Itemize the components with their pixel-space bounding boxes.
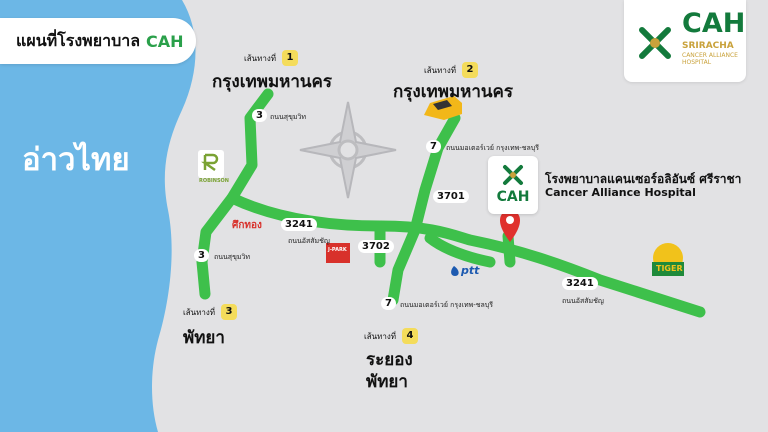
logo-line2-text: CANCER ALLIANCE — [682, 52, 738, 59]
road-number-3-bottom: 3 — [194, 249, 209, 262]
route-3-destination: พัทยา — [183, 328, 225, 348]
tiger-logo — [652, 243, 684, 276]
route-2-caption-text: เส้นทางที่ — [424, 65, 457, 75]
road-name-sukhumvit-bottom: ถนนสุขุมวิท — [214, 253, 251, 261]
road-name-motorway-bottom: ถนนมอเตอร์เวย์ กรุงเทพ-ชลบุรี — [400, 301, 493, 309]
logo-line1: SRIRACHA — [682, 41, 734, 51]
road-hospital-spur — [502, 230, 516, 268]
route-4-caption: เส้นทางที่ 4 — [364, 328, 419, 344]
sea-label: อ่าวไทย — [22, 142, 130, 178]
hospital-name-th: โรงพยาบาลแคนเซอร์อลิอันซ์ ศรีราชา — [545, 172, 742, 186]
cah-emblem-icon — [639, 27, 671, 59]
road-ramp — [424, 232, 496, 268]
road-name-motorway-top: ถนนมอเตอร์เวย์ กรุงเทพ-ชลบุรี — [446, 144, 539, 152]
road-number-3241-left: 3241 — [281, 218, 317, 231]
route-4-badge: 4 — [402, 328, 419, 344]
road-name-sukhumvit-top: ถนนสุขุมวิท — [270, 113, 307, 121]
route-2-destination: กรุงเทพมหานคร — [393, 82, 514, 102]
jpark-label: J-PARK — [328, 247, 347, 253]
road-name-assumption-left: ถนนอัสสัมชัญ — [288, 237, 330, 245]
map-title-brand: CAH — [146, 31, 184, 51]
route-4-destination: ระยอง — [366, 350, 413, 370]
logo-line3-text: HOSPITAL — [682, 59, 712, 66]
map-title-text: แผนที่โรงพยาบาล — [16, 30, 141, 50]
hospital-card: CAH — [488, 156, 538, 214]
cah-emblem-small-icon — [503, 165, 523, 185]
logo-line2: CANCER ALLIANCE HOSPITAL — [682, 52, 738, 66]
jpark-logo — [326, 243, 350, 263]
logo-abbr: CAH — [682, 8, 746, 39]
compass-icon — [299, 101, 397, 199]
route-1-caption-text: เส้นทางที่ — [244, 53, 277, 63]
route-4-caption-text: เส้นทางที่ — [364, 331, 397, 341]
hospital-card-label: CAH — [496, 189, 530, 205]
tiger-label: TIGER — [656, 264, 683, 273]
route-1-caption: เส้นทางที่ 1 — [244, 50, 299, 66]
route-3-badge: 3 — [221, 304, 238, 320]
map-title: แผนที่โรงพยาบาล CAH — [0, 18, 196, 64]
road-number-7-top: 7 — [426, 140, 441, 153]
route-3-caption: เส้นทางที่ 3 — [183, 304, 238, 320]
car-icon — [424, 96, 462, 120]
road-number-3-top: 3 — [252, 109, 267, 122]
road-motorway — [387, 112, 461, 306]
route-1-destination: กรุงเทพมหานคร — [212, 72, 333, 92]
road-network — [196, 88, 706, 318]
road-name-assumption-right: ถนนอัสสัมชัญ — [562, 297, 604, 305]
robinson-logo — [198, 150, 224, 178]
route-4-destination-2: พัทยา — [366, 372, 408, 392]
road-3241 — [226, 192, 706, 318]
route-2-caption: เส้นทางที่ 2 — [424, 62, 479, 78]
road-number-3241-right: 3241 — [562, 277, 598, 290]
road-number-7-bottom: 7 — [381, 297, 396, 310]
hospital-logo: CAH SRIRACHA CANCER ALLIANCE HOSPITAL — [624, 0, 746, 82]
ptt-logo-icon — [451, 266, 459, 276]
hospital-name-en: Cancer Alliance Hospital — [545, 186, 696, 199]
road-number-3702: 3702 — [358, 240, 394, 253]
sithong-label: ศึกทอง — [232, 220, 262, 231]
route-2-badge: 2 — [462, 62, 479, 78]
robinson-label: ROBINSON — [199, 178, 229, 184]
route-3-caption-text: เส้นทางที่ — [183, 307, 216, 317]
route-1-badge: 1 — [282, 50, 299, 66]
road-number-3701: 3701 — [433, 190, 469, 203]
ptt-label: ptt — [461, 264, 480, 277]
sea-area — [0, 0, 196, 432]
map-pin-icon — [500, 210, 520, 242]
